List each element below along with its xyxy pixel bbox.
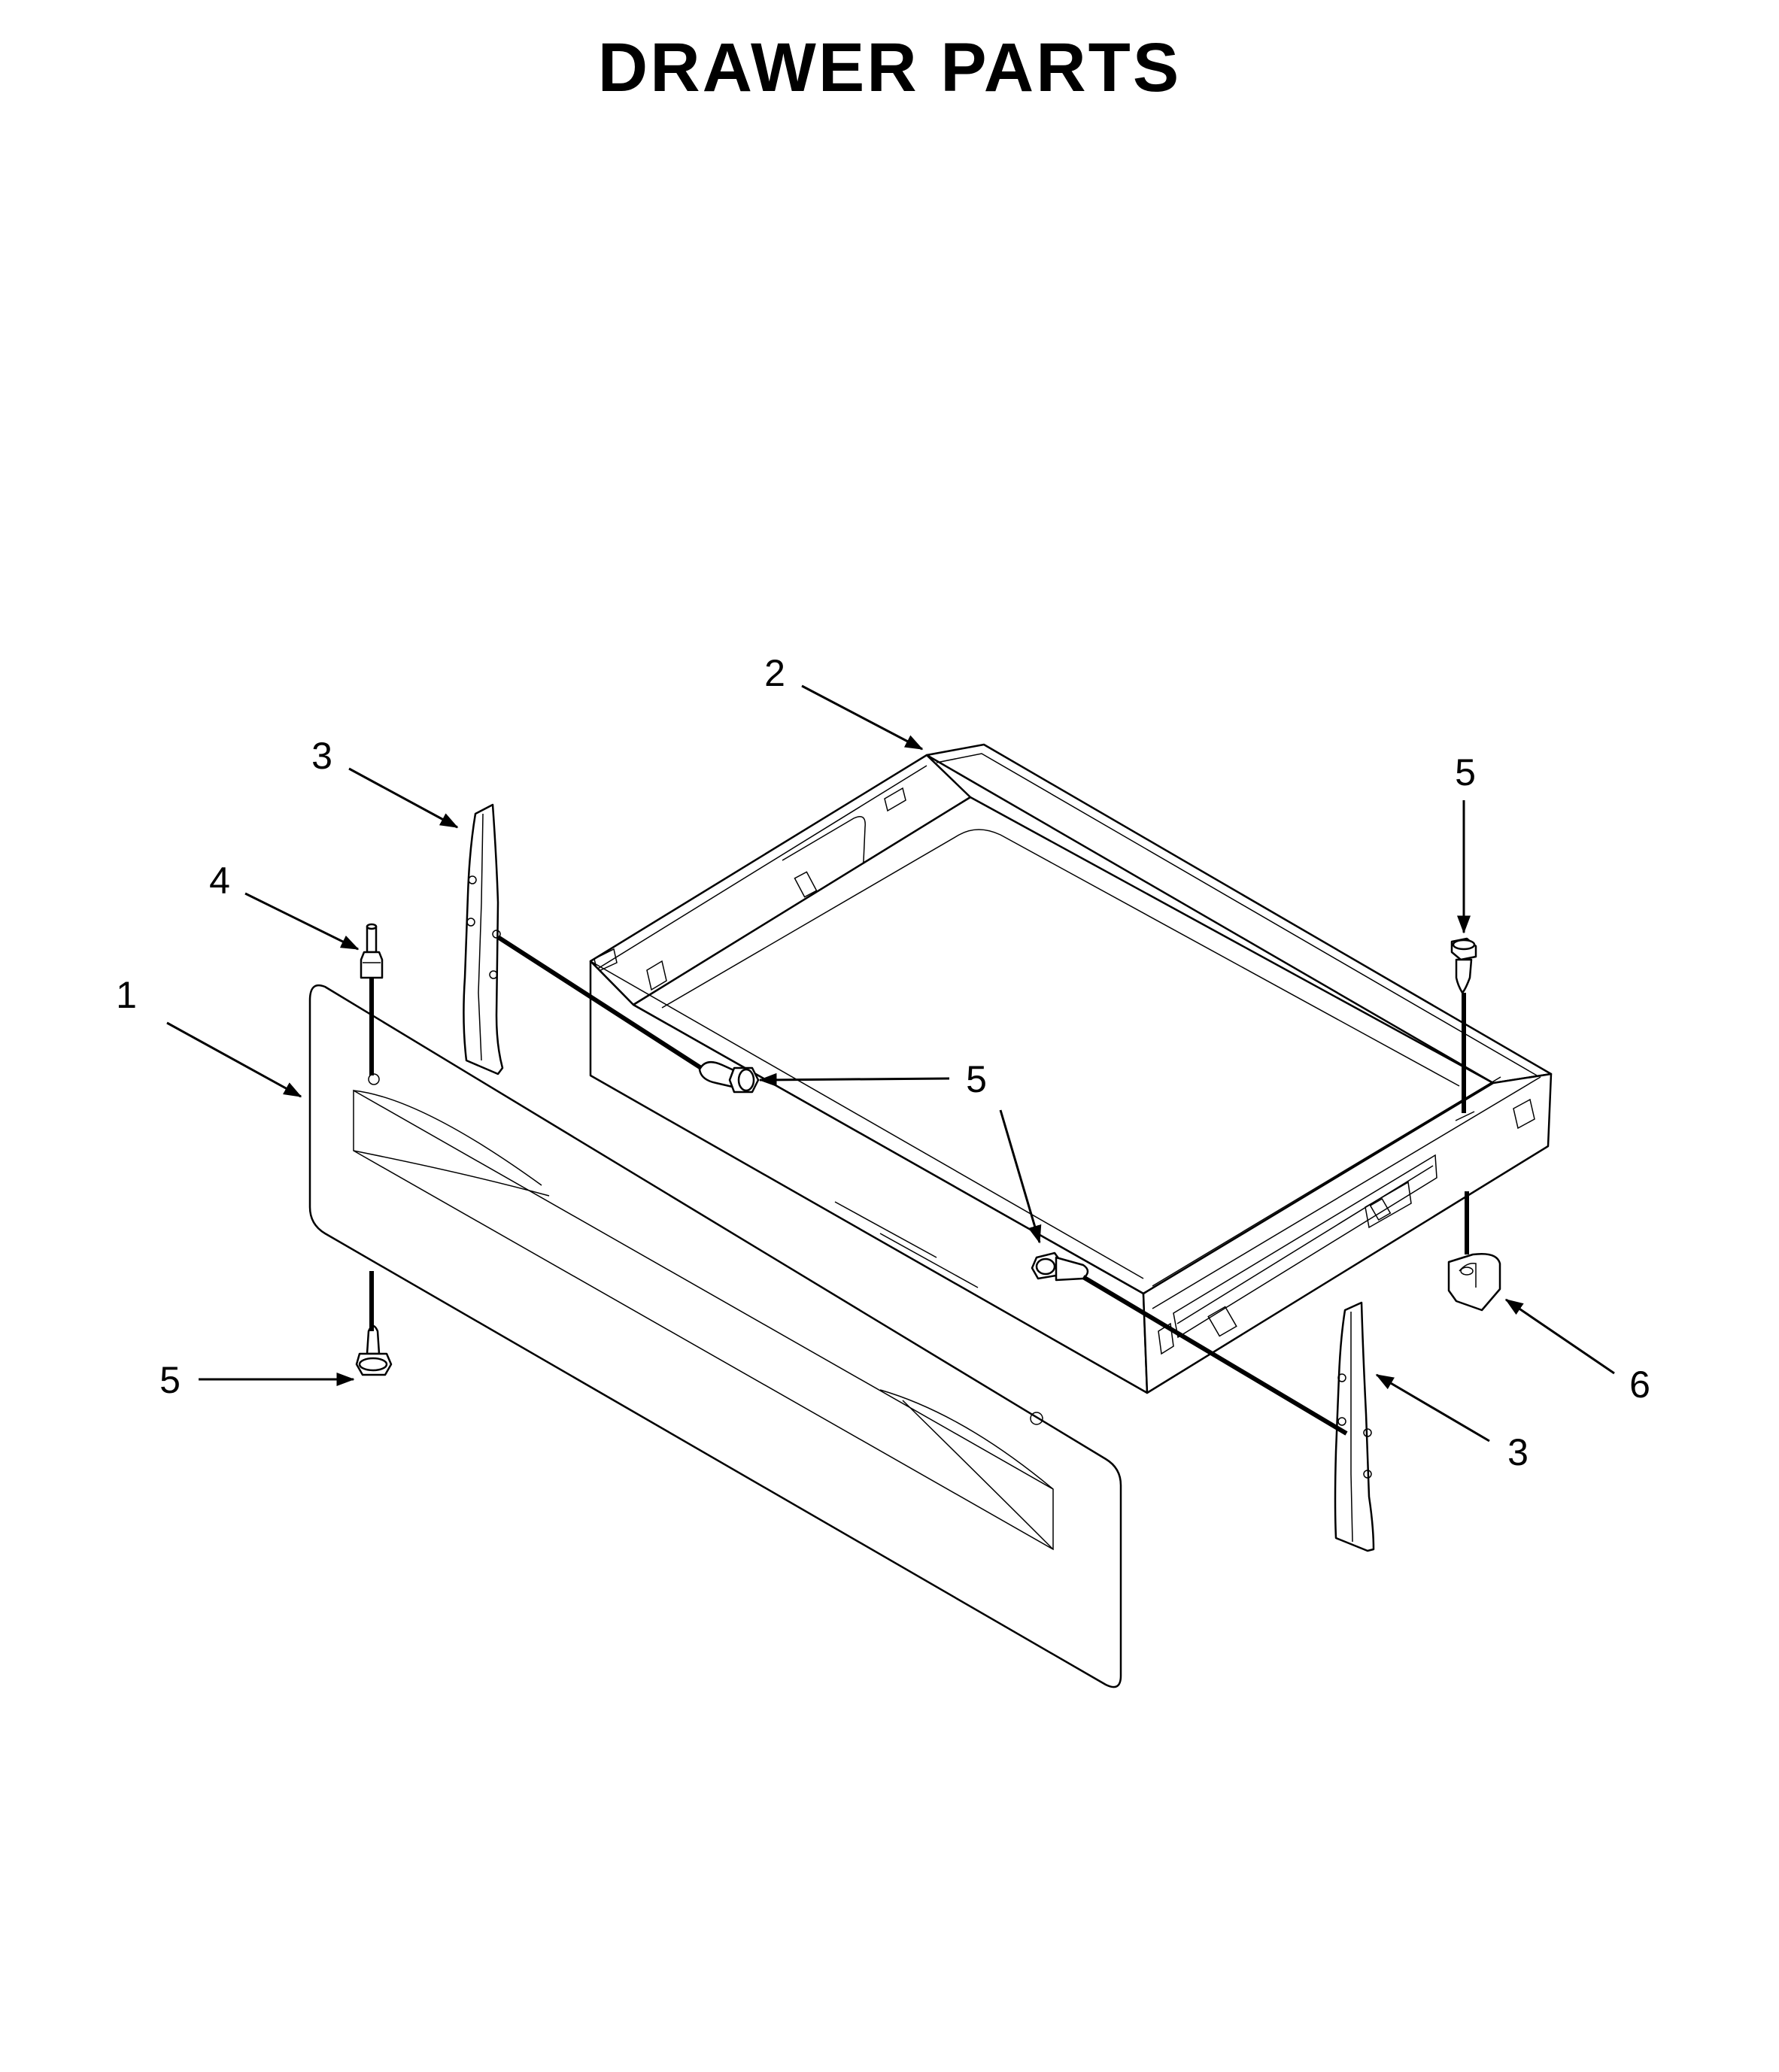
callout-label: 5 [1455, 751, 1476, 793]
callout-label: 6 [1629, 1364, 1650, 1406]
callout-label: 3 [1507, 1431, 1529, 1473]
callout-label: 5 [966, 1058, 987, 1100]
drawer-slide-left[interactable] [463, 803, 504, 1075]
screw-right-side[interactable] [1031, 1251, 1089, 1282]
screw-bottom-left[interactable] [355, 1324, 393, 1376]
drawer-slide-right[interactable] [1334, 1301, 1375, 1552]
page-title: DRAWER PARTS [597, 29, 1182, 106]
drawer-front-panel[interactable] [308, 984, 1122, 1688]
drawer-stud[interactable] [360, 923, 384, 979]
callout-label: 2 [764, 652, 785, 694]
drawer-bracket[interactable] [1447, 1253, 1501, 1312]
assembly-lines [369, 935, 1469, 1436]
drawer-body[interactable] [589, 743, 1553, 1394]
screw-top-right[interactable] [1450, 937, 1477, 994]
leader-arrows [166, 684, 1615, 1443]
callout-label: 1 [116, 974, 137, 1016]
callout-labels: 1 2 3 3 4 5 5 5 5 6 [116, 652, 1650, 1473]
callout-label: 3 [311, 735, 332, 777]
callout-label: 4 [209, 860, 230, 902]
screw-left-side[interactable] [698, 1060, 760, 1094]
callout-label: 5 [159, 1359, 181, 1401]
